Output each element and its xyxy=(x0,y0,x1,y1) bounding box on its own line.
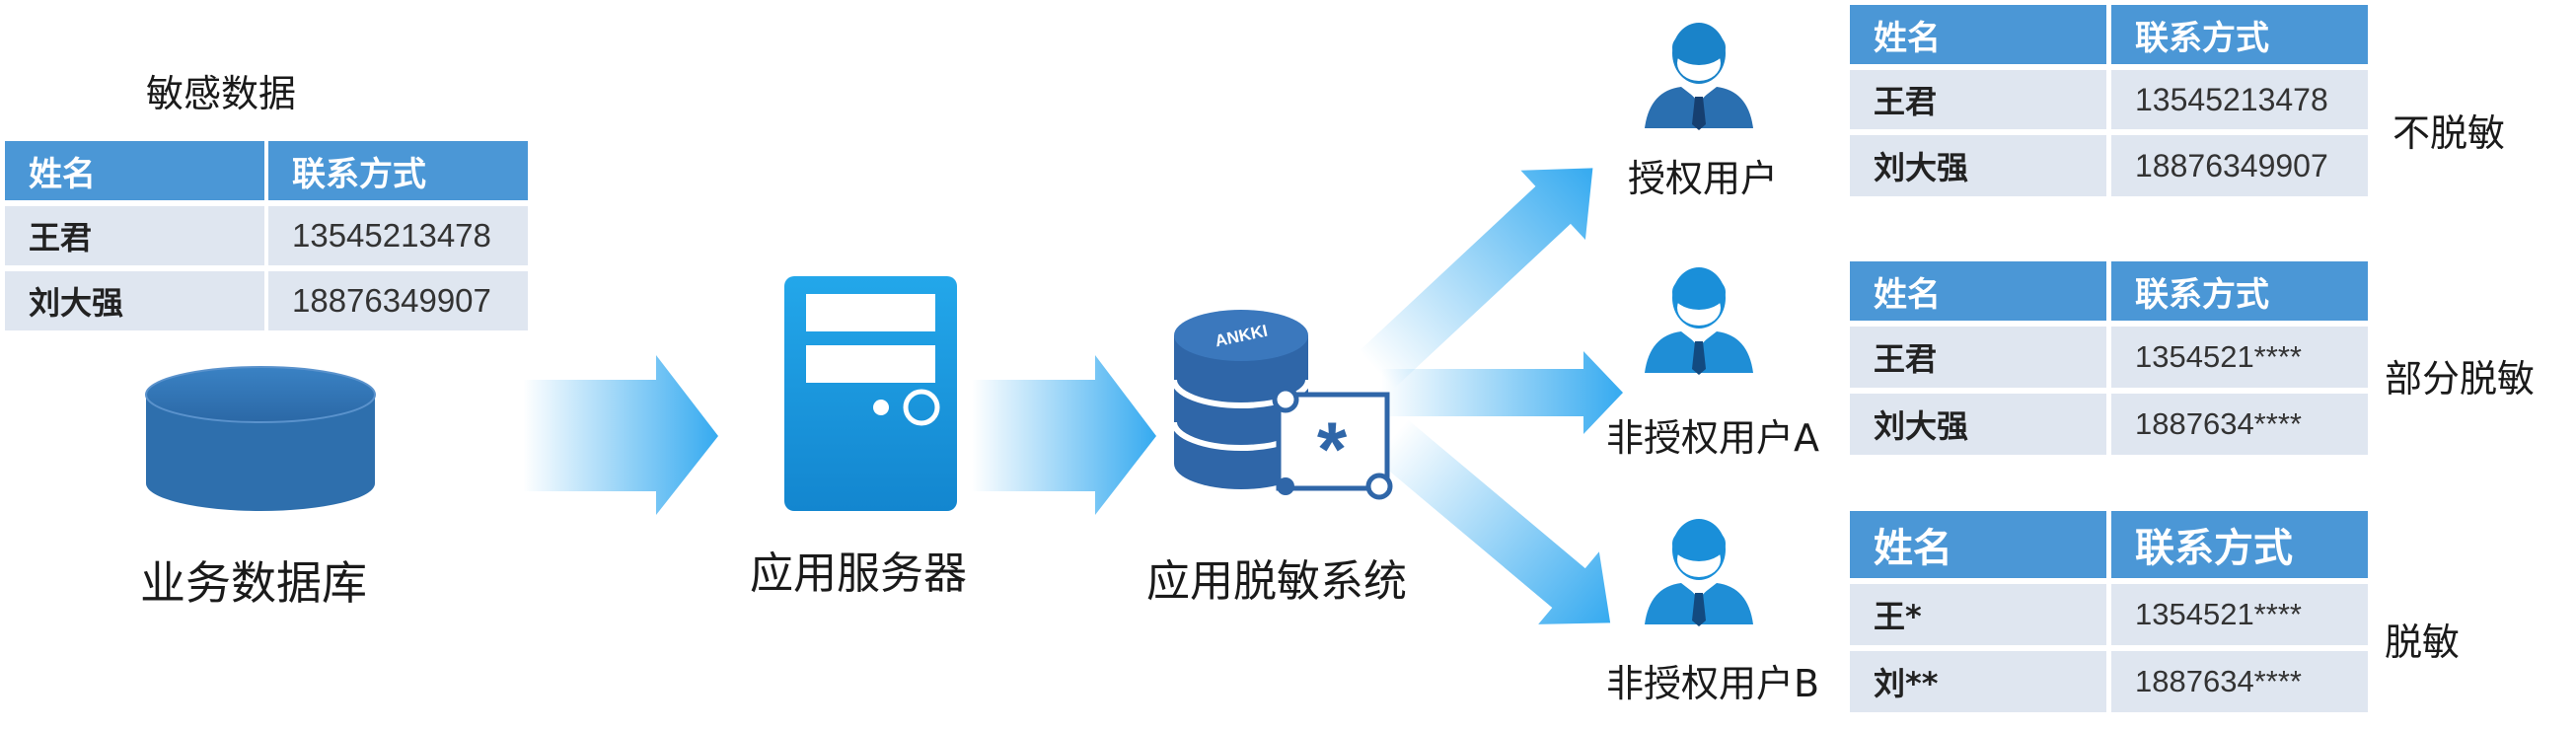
user-b-label: 非授权用户B xyxy=(1606,662,1820,705)
table-cell-contact: 13545213478 xyxy=(2111,70,2368,129)
table-cell-contact: 1354521**** xyxy=(2111,327,2368,388)
table-cell-contact: 13545213478 xyxy=(268,206,528,265)
masking-database-icon: ANKKI * xyxy=(1171,310,1393,500)
authorized-user-label: 授权用户 xyxy=(1628,157,1779,200)
table-cell-name: 刘** xyxy=(1850,651,2106,712)
table-cell-name: 王君 xyxy=(1850,327,2106,388)
masking-level-full: 脱敏 xyxy=(2385,620,2461,664)
user-icon xyxy=(1645,267,1753,375)
table-cell-name: 王君 xyxy=(5,206,264,265)
user-icon xyxy=(1645,519,1753,626)
table-cell-name: 刘大强 xyxy=(5,271,264,330)
masking-level-none: 不脱敏 xyxy=(2392,111,2506,155)
table-header-contact: 联系方式 xyxy=(2111,511,2368,578)
masking-system-label: 应用脱敏系统 xyxy=(1146,556,1407,607)
table-header-name: 姓名 xyxy=(1850,261,2106,321)
sensitive-data-caption: 敏感数据 xyxy=(146,72,297,115)
business-database-label: 业务数据库 xyxy=(140,556,367,610)
arrow-to-authorized xyxy=(1359,168,1593,390)
table-cell-contact: 1354521**** xyxy=(2111,584,2368,645)
table-cell-contact: 1887634**** xyxy=(2111,394,2368,455)
table-cell-contact: 18876349907 xyxy=(2111,135,2368,196)
table-cell-name: 王君 xyxy=(1850,70,2106,129)
user-icon xyxy=(1645,23,1753,130)
server-icon xyxy=(784,276,957,511)
table-header-name: 姓名 xyxy=(1850,511,2106,578)
table-header-contact: 联系方式 xyxy=(2111,261,2368,321)
arrow-to-user-b xyxy=(1374,419,1611,624)
table-cell-contact: 18876349907 xyxy=(268,271,528,330)
user-a-label: 非授权用户A xyxy=(1606,416,1819,460)
arrow-db-to-server xyxy=(523,355,718,515)
table-header-name: 姓名 xyxy=(1850,5,2106,64)
database-icon xyxy=(145,366,376,511)
table-cell-name: 刘大强 xyxy=(1850,394,2106,455)
arrow-to-user-a xyxy=(1381,351,1623,434)
table-header-contact: 联系方式 xyxy=(2111,5,2368,64)
table-cell-name: 刘大强 xyxy=(1850,135,2106,196)
mask-asterisk: * xyxy=(1317,405,1348,492)
table-header-name: 姓名 xyxy=(5,141,264,200)
arrow-server-to-system xyxy=(972,355,1156,515)
table-header-contact: 联系方式 xyxy=(268,141,528,200)
table-cell-name: 王* xyxy=(1850,584,2106,645)
table-cell-contact: 1887634**** xyxy=(2111,651,2368,712)
app-server-label: 应用服务器 xyxy=(750,548,967,599)
masking-level-partial: 部分脱敏 xyxy=(2385,357,2536,401)
